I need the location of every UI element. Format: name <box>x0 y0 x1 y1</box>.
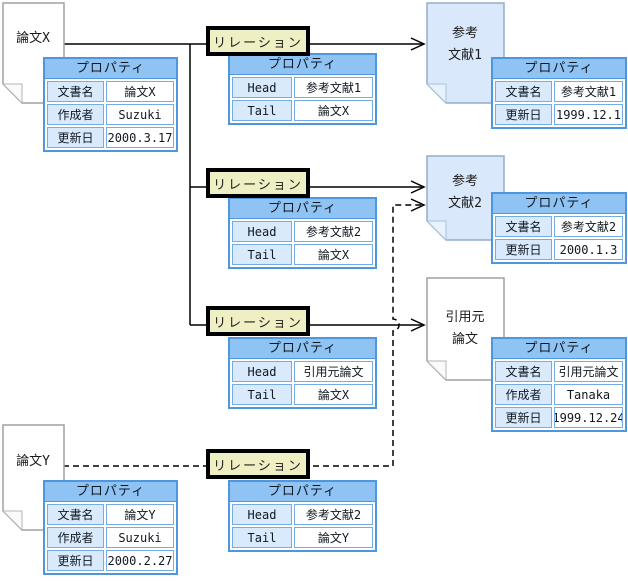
folded-corner-icon <box>425 360 447 382</box>
document-label: 論文X <box>16 30 50 46</box>
property-label-cell: Tail <box>232 384 292 405</box>
document-label: 参考 <box>452 25 478 41</box>
property-table-header: プロパティ <box>230 55 375 75</box>
property-table-header: プロパティ <box>45 59 176 79</box>
property-value-cell: 2000.2.27 <box>106 550 174 571</box>
folded-corner-icon <box>1 510 23 532</box>
property-label-cell: Tail <box>232 244 292 265</box>
property-value-cell: 参考文献2 <box>294 504 373 525</box>
relation-box-1: リレーション <box>206 26 310 56</box>
document-label: 文献2 <box>448 196 482 211</box>
document-label: 論文 <box>452 331 478 347</box>
property-label-cell: 文書名 <box>495 81 552 102</box>
folded-corner-icon <box>1 83 23 105</box>
property-label-cell: 文書名 <box>495 216 552 237</box>
document-label: 参考 <box>452 173 478 189</box>
property-label-cell: Head <box>232 361 292 382</box>
document-label: 論文Y <box>16 453 50 469</box>
property-value-cell: Suzuki <box>106 527 174 548</box>
property-label-cell: 文書名 <box>47 504 104 525</box>
property-label-cell: 更新日 <box>495 239 552 260</box>
arrowhead-icon <box>410 37 426 51</box>
property-value-cell: 引用元論文 <box>294 361 373 382</box>
property-label-cell: Tail <box>232 527 292 548</box>
property-label-cell: 更新日 <box>495 104 552 125</box>
relation-box-4: リレーション <box>206 449 310 479</box>
document-label: 引用元 <box>445 310 484 325</box>
property-value-cell: 論文X <box>294 384 373 405</box>
property-table-header: プロパティ <box>230 199 375 219</box>
property-value-cell: 1999.12.1 <box>554 104 623 125</box>
arrowhead-icon <box>410 198 426 212</box>
property-label-cell: 文書名 <box>47 81 104 102</box>
property-value-cell: 論文X <box>294 244 373 265</box>
property-value-cell: Suzuki <box>106 104 174 125</box>
property-label-cell: Head <box>232 504 292 525</box>
property-label-cell: 更新日 <box>495 407 552 428</box>
folded-corner-icon <box>425 220 447 242</box>
property-label-cell: 更新日 <box>47 550 104 571</box>
document-reference-1: 参考 文献1 <box>425 2 505 105</box>
property-label-cell: 作成者 <box>495 384 552 405</box>
property-label-cell: Tail <box>232 100 292 121</box>
property-table-header: プロパティ <box>230 482 375 502</box>
arrowhead-icon <box>410 180 426 194</box>
document-label: 文献1 <box>448 48 482 63</box>
property-label-cell: 文書名 <box>495 361 552 382</box>
property-value-cell: 参考文献1 <box>554 81 623 102</box>
property-value-cell: 論文Y <box>294 527 373 548</box>
property-table-header: プロパティ <box>493 59 625 79</box>
property-value-cell: 論文Y <box>106 504 174 525</box>
property-table-header: プロパティ <box>45 482 176 502</box>
property-value-cell: 論文X <box>106 81 174 102</box>
property-table-header: プロパティ <box>493 339 625 359</box>
document-citing-paper: 引用元 論文 <box>425 277 505 382</box>
property-value-cell: 参考文献2 <box>554 216 623 237</box>
property-value-cell: 引用元論文 <box>554 361 623 382</box>
property-label-cell: 作成者 <box>47 527 104 548</box>
relation-box-2: リレーション <box>206 168 310 198</box>
relation-box-3: リレーション <box>206 306 310 336</box>
property-value-cell: 1999.12.24 <box>554 407 623 428</box>
property-label-cell: Head <box>232 77 292 98</box>
property-value-cell: 2000.1.3 <box>554 239 623 260</box>
arrowhead-icon <box>410 318 426 332</box>
property-value-cell: Tanaka <box>554 384 623 405</box>
property-value-cell: 参考文献1 <box>294 77 373 98</box>
property-table-header: プロパティ <box>493 194 625 214</box>
property-label-cell: Head <box>232 221 292 242</box>
property-label-cell: 作成者 <box>47 104 104 125</box>
property-value-cell: 論文X <box>294 100 373 121</box>
property-value-cell: 参考文献2 <box>294 221 373 242</box>
property-value-cell: 2000.3.17 <box>106 127 174 148</box>
property-label-cell: 更新日 <box>47 127 104 148</box>
document-reference-2: 参考 文献2 <box>425 155 505 242</box>
folded-corner-icon <box>425 83 447 105</box>
dashed-relation-line <box>63 204 424 467</box>
property-table-header: プロパティ <box>230 339 375 359</box>
